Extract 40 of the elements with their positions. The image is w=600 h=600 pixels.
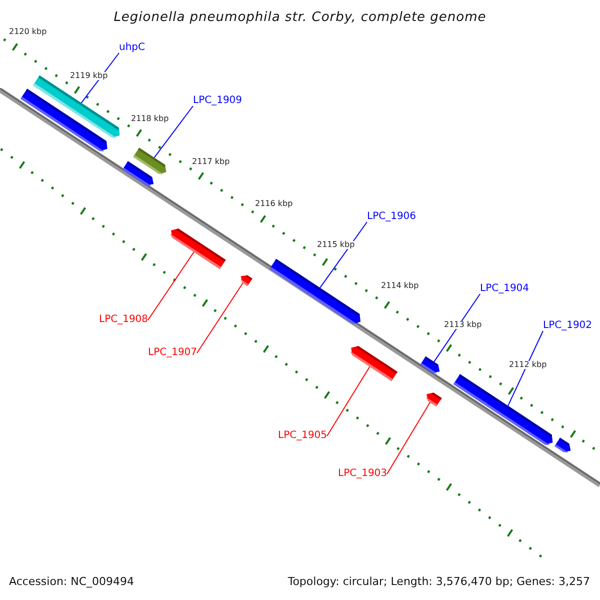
gene-label: LPC_1903 [338,469,388,479]
leader-line [508,330,544,406]
tick-label: 2112 kbp [509,361,547,369]
tick-label: 2120 kbp [9,28,47,36]
gene-label: LPC_1906 [367,212,416,222]
leader-line [326,366,370,436]
accession-text: Accession: NC_009494 [9,576,134,587]
gene-bar [20,88,108,152]
gene-bar [170,228,226,270]
tick-label: 2116 kbp [255,200,293,208]
tick-label: 2114 kbp [381,282,419,290]
leader-line [320,222,368,288]
gene-label: LPC_1909 [193,96,242,106]
leader-line [434,294,480,362]
leader-line [196,282,244,354]
gene-label: LPC_1907 [148,348,198,358]
gene-bar [270,258,361,324]
leader-line [154,106,194,158]
genome-summary-text: Topology: circular; Length: 3,576,470 bp; Genes: 3,257 [288,576,590,587]
tick-label: 2118 kbp [131,115,169,123]
gene-bar [554,438,571,452]
tick-label: 2119 kbp [70,72,108,80]
leader-line [80,52,120,104]
tick-label: 2113 kbp [444,321,482,329]
gene-label: LPC_1905 [278,431,328,441]
gene-label: LPC_1908 [99,315,148,325]
gene-bar [240,275,252,286]
gene-bar [453,374,553,446]
gene-label: LPC_1902 [543,321,592,331]
gene-bar [350,346,398,381]
gene-bar [426,392,442,406]
gene-label: LPC_1904 [480,284,530,294]
tick-label: 2115 kbp [317,241,355,249]
leader-line [148,252,194,320]
tick-label: 2117 kbp [192,158,230,166]
leader-line [386,402,431,474]
title: Legionella pneumophila str. Corby, complete genome [112,10,488,25]
gene-label: uhpC [119,43,146,53]
gene-bar [420,356,440,374]
gene-bar [122,161,154,186]
